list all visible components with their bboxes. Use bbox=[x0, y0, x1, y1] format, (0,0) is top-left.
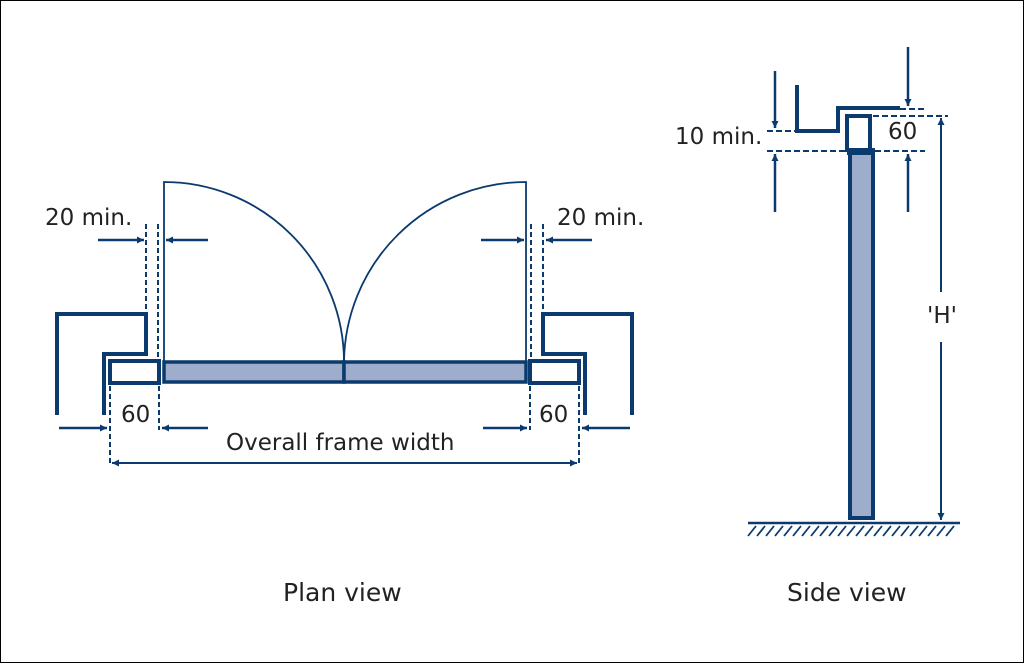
left-frame-section bbox=[108, 359, 161, 385]
hatch-mark bbox=[936, 525, 946, 537]
hatch-mark bbox=[945, 525, 955, 537]
overall-width-label: Overall frame width bbox=[226, 430, 454, 456]
hatch-mark bbox=[846, 525, 856, 537]
hatch-mark bbox=[756, 525, 766, 537]
hatch-mark bbox=[891, 525, 901, 537]
right-wall bbox=[541, 312, 634, 415]
side-view bbox=[747, 47, 960, 537]
height-label: 'H' bbox=[927, 303, 957, 329]
hatch-mark bbox=[918, 525, 928, 537]
hatch-mark bbox=[801, 525, 811, 537]
hatch-mark bbox=[774, 525, 784, 537]
hatch-mark bbox=[855, 525, 865, 537]
right-frame-label: 60 bbox=[539, 402, 568, 428]
right-door-leaf bbox=[342, 360, 528, 384]
left-gap-label: 20 min. bbox=[45, 205, 132, 231]
hatch-mark bbox=[783, 525, 793, 537]
head-wall bbox=[795, 85, 900, 133]
hatch-mark bbox=[873, 525, 883, 537]
frame-head-section bbox=[845, 114, 872, 152]
left-frame-label: 60 bbox=[121, 402, 150, 428]
ground-hatching bbox=[747, 525, 955, 537]
right-door-swing-arc bbox=[343, 181, 527, 363]
left-door-swing-arc bbox=[163, 181, 345, 363]
plan-view-caption: Plan view bbox=[283, 578, 402, 607]
right-gap-label: 20 min. bbox=[557, 205, 644, 231]
hatch-mark bbox=[747, 525, 757, 537]
hatch-mark bbox=[792, 525, 802, 537]
hatch-mark bbox=[828, 525, 838, 537]
hatch-mark bbox=[864, 525, 874, 537]
side-view-caption: Side view bbox=[787, 578, 907, 607]
left-wall bbox=[55, 312, 148, 415]
hatch-mark bbox=[837, 525, 847, 537]
hatch-mark bbox=[900, 525, 910, 537]
hatch-mark bbox=[882, 525, 892, 537]
hatch-mark bbox=[909, 525, 919, 537]
door-leaf-side bbox=[848, 148, 875, 520]
hatch-mark bbox=[927, 525, 937, 537]
plan-view bbox=[55, 181, 634, 467]
frame-depth-label: 60 bbox=[888, 119, 917, 145]
left-door-leaf bbox=[162, 360, 346, 384]
top-gap-label: 10 min. bbox=[675, 124, 762, 150]
hatch-mark bbox=[765, 525, 775, 537]
hatch-mark bbox=[819, 525, 829, 537]
right-frame-section bbox=[528, 359, 581, 385]
hatch-mark bbox=[810, 525, 820, 537]
